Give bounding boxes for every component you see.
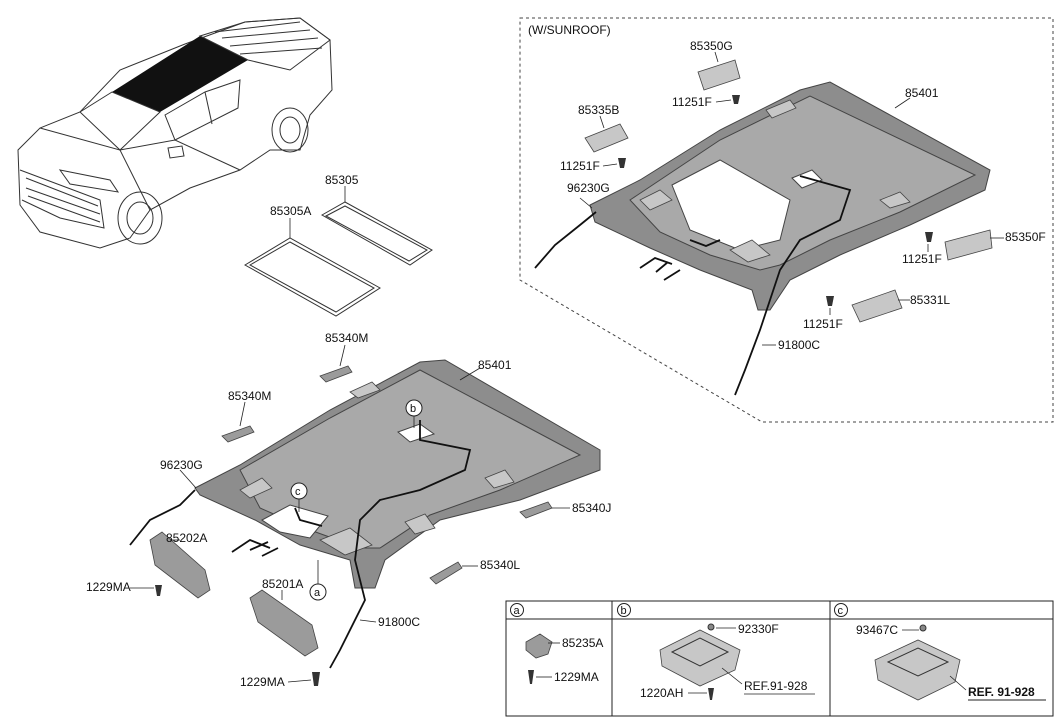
- roof-glass-shape: [112, 36, 248, 112]
- svg-text:c: c: [295, 486, 301, 498]
- bracket-85350G: [697, 59, 741, 91]
- table-header-c: c: [838, 605, 844, 617]
- clip-11251F-b: [618, 158, 626, 168]
- label-85340L: 85340L: [480, 558, 520, 572]
- label-96230G-main: 96230G: [160, 458, 203, 472]
- label-85350F: 85350F: [1005, 230, 1046, 244]
- bracket-85350F: [944, 229, 993, 261]
- label-85350G: 85350G: [690, 39, 733, 53]
- bracket-85235A: [525, 633, 553, 659]
- label-85305A: 85305A: [270, 204, 311, 218]
- label-91800C-sr: 91800C: [778, 338, 820, 352]
- label-85340M-left: 85340M: [228, 389, 271, 403]
- headliner-main: [129, 359, 601, 669]
- label-11251F-b: 11251F: [560, 159, 600, 173]
- callout-a-main: a: [309, 560, 327, 601]
- cell-c-part1: 93467C: [856, 623, 898, 637]
- bracket-85331L: [851, 289, 903, 323]
- label-85331L: 85331L: [910, 293, 950, 307]
- label-1229MA-a: 1229MA: [86, 580, 131, 594]
- label-85202A: 85202A: [166, 531, 207, 545]
- screw-cell-b: [708, 688, 714, 700]
- label-85401-main: 85401: [478, 358, 512, 372]
- label-85335B: 85335B: [578, 103, 619, 117]
- screw-1229MA-b: [312, 672, 320, 686]
- room-lamp-b: [659, 629, 741, 687]
- label-1229MA-b: 1229MA: [240, 675, 285, 689]
- sun-visor-85202A: [149, 531, 211, 599]
- clip-11251F-a: [732, 95, 740, 104]
- svg-text:a: a: [314, 587, 321, 599]
- svg-text:b: b: [410, 403, 416, 415]
- grab-handle-85340M-top: [319, 365, 353, 383]
- grab-handle-85340L: [429, 561, 463, 585]
- screw-cell-a: [528, 670, 534, 684]
- cell-b-part2: 1220AH: [640, 686, 683, 700]
- label-11251F-d: 11251F: [803, 317, 843, 331]
- sunroof-seal-85305: [320, 201, 433, 266]
- table-header-b: b: [621, 605, 627, 617]
- label-85401-sr: 85401: [905, 86, 939, 100]
- label-85201A: 85201A: [262, 577, 303, 591]
- cell-b-part1: 92330F: [738, 622, 779, 636]
- detail-table: a b c 85235A 1229MA 92330F 1220AH REF.91…: [505, 600, 1054, 717]
- label-85340J: 85340J: [572, 501, 611, 515]
- label-11251F-a: 11251F: [672, 95, 712, 109]
- label-11251F-c: 11251F: [902, 252, 942, 266]
- screw-1229MA-a: [155, 585, 162, 596]
- headliner-sunroof: [534, 81, 991, 396]
- label-96230G-sr: 96230G: [567, 181, 610, 195]
- clip-11251F-c: [925, 232, 933, 242]
- cell-a-part1: 85235A: [562, 636, 603, 650]
- grab-handle-85340J: [519, 501, 553, 519]
- clip-11251F-d: [826, 296, 834, 306]
- grab-handle-85340M-left: [221, 425, 255, 443]
- callout-b-main: b: [405, 399, 423, 428]
- table-header-a: a: [514, 605, 521, 617]
- label-85340M-top: 85340M: [325, 331, 368, 345]
- sunroof-box-title: (W/SUNROOF): [528, 23, 611, 37]
- sun-visor-85201A: [249, 589, 319, 657]
- map-lamp-c: [874, 639, 961, 701]
- callout-c-main: c: [290, 482, 308, 512]
- sunroof-seal-85305A: [244, 237, 381, 317]
- sunroof-variant-box: [519, 17, 1054, 423]
- cell-c-ref: REF. 91-928: [968, 685, 1035, 699]
- bracket-85335B: [584, 123, 629, 153]
- vehicle-illustration: [17, 17, 333, 249]
- cell-a-part2: 1229MA: [554, 670, 599, 684]
- label-85305: 85305: [325, 173, 359, 187]
- label-91800C-main: 91800C: [378, 615, 420, 629]
- cell-b-ref: REF.91-928: [744, 679, 808, 693]
